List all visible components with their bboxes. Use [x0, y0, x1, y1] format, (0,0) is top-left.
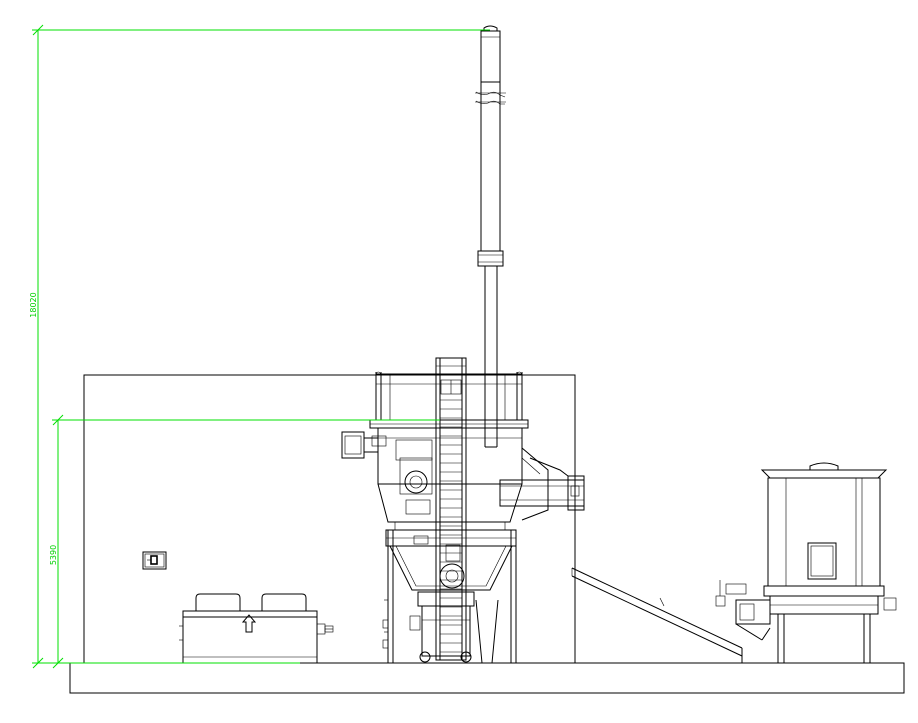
ground-slab	[69, 662, 905, 694]
generator-unit	[179, 593, 334, 664]
dimension-overall-height: 18020	[29, 24, 490, 669]
dimension-upper-label: 5390	[49, 545, 58, 565]
dimension-upper-height: 5390	[38, 414, 440, 669]
dimension-overall-label: 18020	[29, 292, 38, 317]
chimney-stack	[475, 25, 506, 448]
control-panel-icon	[142, 551, 167, 570]
ladder-rungs	[440, 399, 462, 653]
inclined-conveyor	[571, 567, 743, 663]
discharge-chute	[499, 457, 585, 511]
ladder-column	[435, 357, 467, 661]
feed-hopper	[715, 462, 897, 663]
up-arrow-icon	[241, 614, 257, 633]
tower-structure	[341, 371, 549, 664]
building-outline	[83, 374, 576, 663]
